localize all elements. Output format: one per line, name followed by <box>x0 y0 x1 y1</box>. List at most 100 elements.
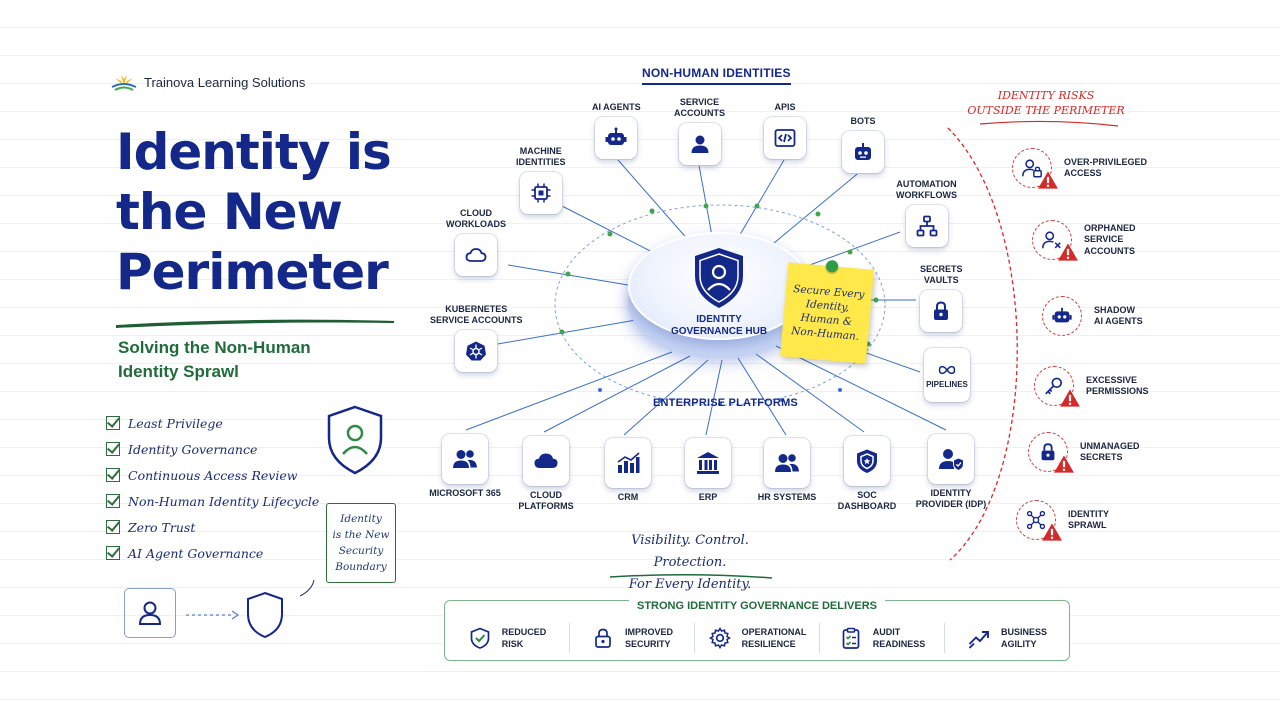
identity-governance-hub[interactable]: IDENTITY GOVERNANCE HUB <box>628 232 810 356</box>
node-microsoft-365[interactable]: MICROSOFT 365 <box>429 430 501 499</box>
node-secrets-vaults[interactable]: SECRETS VAULTS <box>920 264 963 336</box>
sunrise-logo-icon <box>111 75 137 91</box>
checkbox-icon <box>106 442 120 456</box>
checkbox-icon <box>106 546 120 560</box>
shield-icon <box>857 449 877 473</box>
tile: PIPELINES <box>924 348 970 402</box>
gear-icon <box>708 627 731 649</box>
tile <box>844 436 890 486</box>
infinity-icon <box>938 365 956 374</box>
checklist-item: Least Privilege <box>106 410 319 436</box>
user-lock-icon <box>1022 159 1042 178</box>
chip-icon <box>531 183 551 203</box>
risk-icon-ring <box>1028 432 1074 473</box>
checklist-item: Non-Human Identity Lifecycle <box>106 488 319 514</box>
shield-user-icon <box>695 248 743 308</box>
shield-icon <box>247 591 283 639</box>
key-icon <box>1045 377 1062 395</box>
cloud-icon <box>534 453 558 468</box>
node-pipelines[interactable]: PIPELINES <box>924 344 970 406</box>
node-machine-identities[interactable]: MACHINE IDENTITIES <box>516 146 566 218</box>
checkbox-icon <box>106 494 120 508</box>
checklist-item: Continuous Access Review <box>106 462 319 488</box>
lock-icon <box>1041 443 1055 461</box>
node-identity-provider[interactable]: IDENTITY PROVIDER (IDP) <box>912 430 990 510</box>
subtitle: Solving the Non-Human Identity Sprawl <box>118 336 378 384</box>
tile <box>455 330 498 372</box>
warning-icon <box>1054 455 1074 473</box>
node-soc-dashboard[interactable]: SOC DASHBOARD <box>832 432 902 512</box>
page-title: Identity is the New Perimeter <box>116 122 392 302</box>
tile <box>605 438 651 488</box>
non-human-identities-title: NON-HUMAN IDENTITIES <box>642 66 791 85</box>
node-apis[interactable]: APIS <box>764 102 806 163</box>
warning-icon <box>1038 171 1058 189</box>
node-hr-systems[interactable]: HR SYSTEMS <box>752 434 822 503</box>
tile <box>764 117 806 159</box>
risk-icon-ring <box>1032 220 1078 261</box>
tile <box>928 434 974 484</box>
subtitle-line-1: Solving the Non-Human <box>118 338 311 357</box>
user-icon <box>138 601 162 625</box>
tile <box>455 234 497 276</box>
node-erp[interactable]: ERP <box>673 434 743 503</box>
risk-icon-ring <box>1012 148 1058 189</box>
bar-chart-icon <box>617 452 640 473</box>
clipboard-check-icon <box>842 627 860 649</box>
node-ai-agents[interactable]: AI AGENTS <box>592 102 641 163</box>
title-line-1: Identity is <box>116 123 392 181</box>
tile <box>920 290 963 332</box>
robot-icon <box>605 127 627 145</box>
tile <box>523 436 569 486</box>
warning-icon <box>1060 389 1080 407</box>
person-box <box>124 588 176 638</box>
tile <box>764 438 810 488</box>
sticky-note: Secure Every Identity, Human & Non-Human… <box>780 259 874 364</box>
node-kubernetes-service-accounts[interactable]: KUBERNETES SERVICE ACCOUNTS <box>430 304 523 376</box>
node-cloud-workloads[interactable]: CLOUD WORKLOADS <box>446 208 506 280</box>
lock-icon <box>595 628 611 648</box>
title-line-2: the New <box>116 183 343 241</box>
title-line-3: Perimeter <box>116 243 389 301</box>
code-icon <box>774 129 796 147</box>
checkbox-icon <box>106 520 120 534</box>
checkbox-icon <box>106 468 120 482</box>
users-icon <box>775 454 799 472</box>
enterprise-platforms-title: ENTERPRISE PLATFORMS <box>653 397 798 409</box>
node-crm[interactable]: CRM <box>593 434 663 503</box>
title-underline <box>116 319 394 328</box>
user-shield-icon <box>939 449 964 472</box>
warning-icon <box>1058 243 1078 261</box>
risk-icon-ring <box>1034 366 1080 407</box>
checklist-item: AI Agent Governance <box>106 540 319 566</box>
risk-icon-ring <box>1016 500 1062 541</box>
robot-icon <box>1052 307 1072 323</box>
shield-check-icon <box>470 627 490 649</box>
brand-name: Trainova Learning Solutions <box>144 74 306 90</box>
tile <box>842 131 884 173</box>
node-bots[interactable]: BOTS <box>842 116 884 177</box>
node-cloud-platforms[interactable]: CLOUD PLATFORMS <box>511 432 581 512</box>
trend-up-icon <box>968 631 989 649</box>
shield-user-icon <box>327 405 383 475</box>
benefits-panel: STRONG IDENTITY GOVERNANCE DELIVERS REDU… <box>444 600 1070 661</box>
checkbox-icon <box>106 416 120 430</box>
pin-icon <box>825 259 839 273</box>
node-automation-workflows[interactable]: AUTOMATION WORKFLOWS <box>896 179 957 251</box>
workflow-icon <box>916 215 937 237</box>
warning-icon <box>1042 523 1062 541</box>
node-service-accounts[interactable]: SERVICE ACCOUNTS <box>674 97 725 169</box>
tagline: Visibility. Control. Protection. For Eve… <box>628 533 752 592</box>
users-icon <box>453 450 477 468</box>
benefits-title: STRONG IDENTITY GOVERNANCE DELIVERS <box>445 600 1069 612</box>
